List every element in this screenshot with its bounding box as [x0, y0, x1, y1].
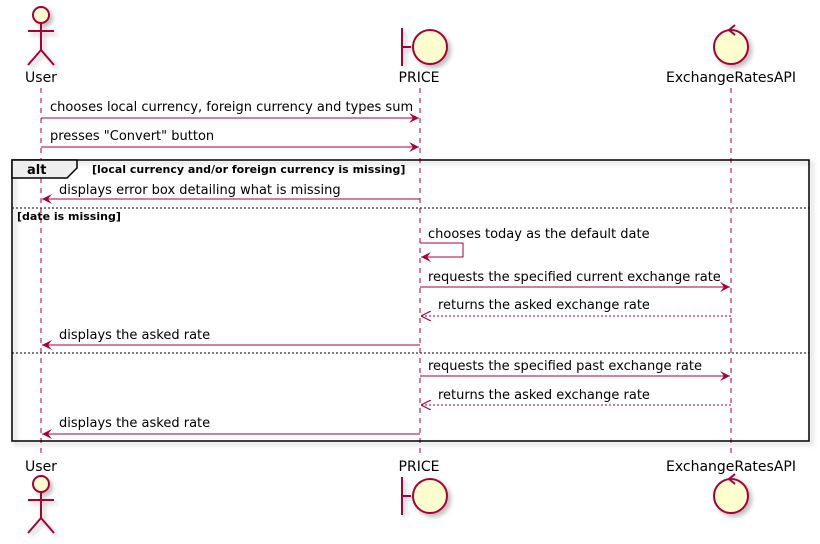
message-label: displays error box detailing what is mis… — [59, 183, 341, 198]
alt-keyword: alt — [27, 163, 46, 178]
participant-price-label: PRICE — [399, 459, 440, 475]
message-label: requests the specified current exchange … — [428, 270, 721, 285]
message-label: returns the asked exchange rate — [438, 298, 650, 313]
participant-user-label: User — [25, 70, 57, 86]
participant-price-label: PRICE — [399, 70, 440, 86]
actor-icon — [27, 6, 55, 66]
control-icon — [713, 24, 749, 65]
alt-guard: [local currency and/or foreign currency … — [92, 163, 405, 176]
actor-icon — [27, 475, 55, 534]
message-label: presses "Convert" button — [50, 129, 214, 144]
boundary-icon — [401, 477, 448, 515]
participant-user-label: User — [25, 459, 57, 475]
boundary-icon — [401, 28, 448, 66]
control-icon — [713, 473, 749, 514]
message-label: requests the specified past exchange rat… — [428, 359, 702, 374]
alt-tab — [11, 159, 78, 179]
message-label: displays the asked rate — [59, 416, 210, 431]
alt-guard: [date is missing] — [17, 210, 121, 223]
message-label: chooses today as the default date — [428, 227, 650, 242]
participant-api-label: ExchangeRatesAPI — [666, 459, 796, 475]
participant-api-label: ExchangeRatesAPI — [666, 70, 796, 86]
message-label: displays the asked rate — [59, 328, 210, 343]
message-label: returns the asked exchange rate — [438, 388, 650, 403]
alt-frame — [11, 159, 810, 442]
message-label: chooses local currency, foreign currency… — [50, 100, 413, 115]
self-message-arrow — [420, 242, 464, 262]
